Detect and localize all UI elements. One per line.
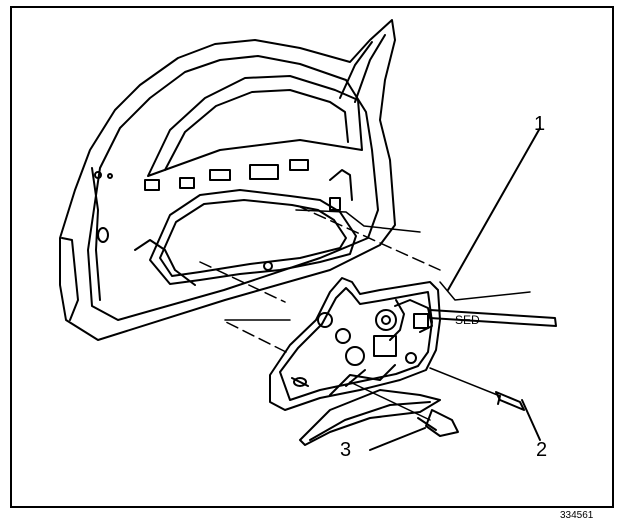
callout-2: 2 [536,439,548,461]
callout-1: 1 [534,113,546,135]
window-frame [147,75,363,177]
callout-1-leader [447,127,541,291]
callout-2-leader [521,399,541,441]
callout-3-leader [369,427,426,451]
callout-3: 3 [340,439,352,461]
panel-cutout [149,189,357,285]
door-shell [59,19,396,341]
illustration-frame [10,6,614,508]
door-inner-frame [87,55,379,321]
decal-label: SED [455,313,480,327]
regulator-plate [269,277,441,411]
reference-number: 334561 [560,510,594,521]
